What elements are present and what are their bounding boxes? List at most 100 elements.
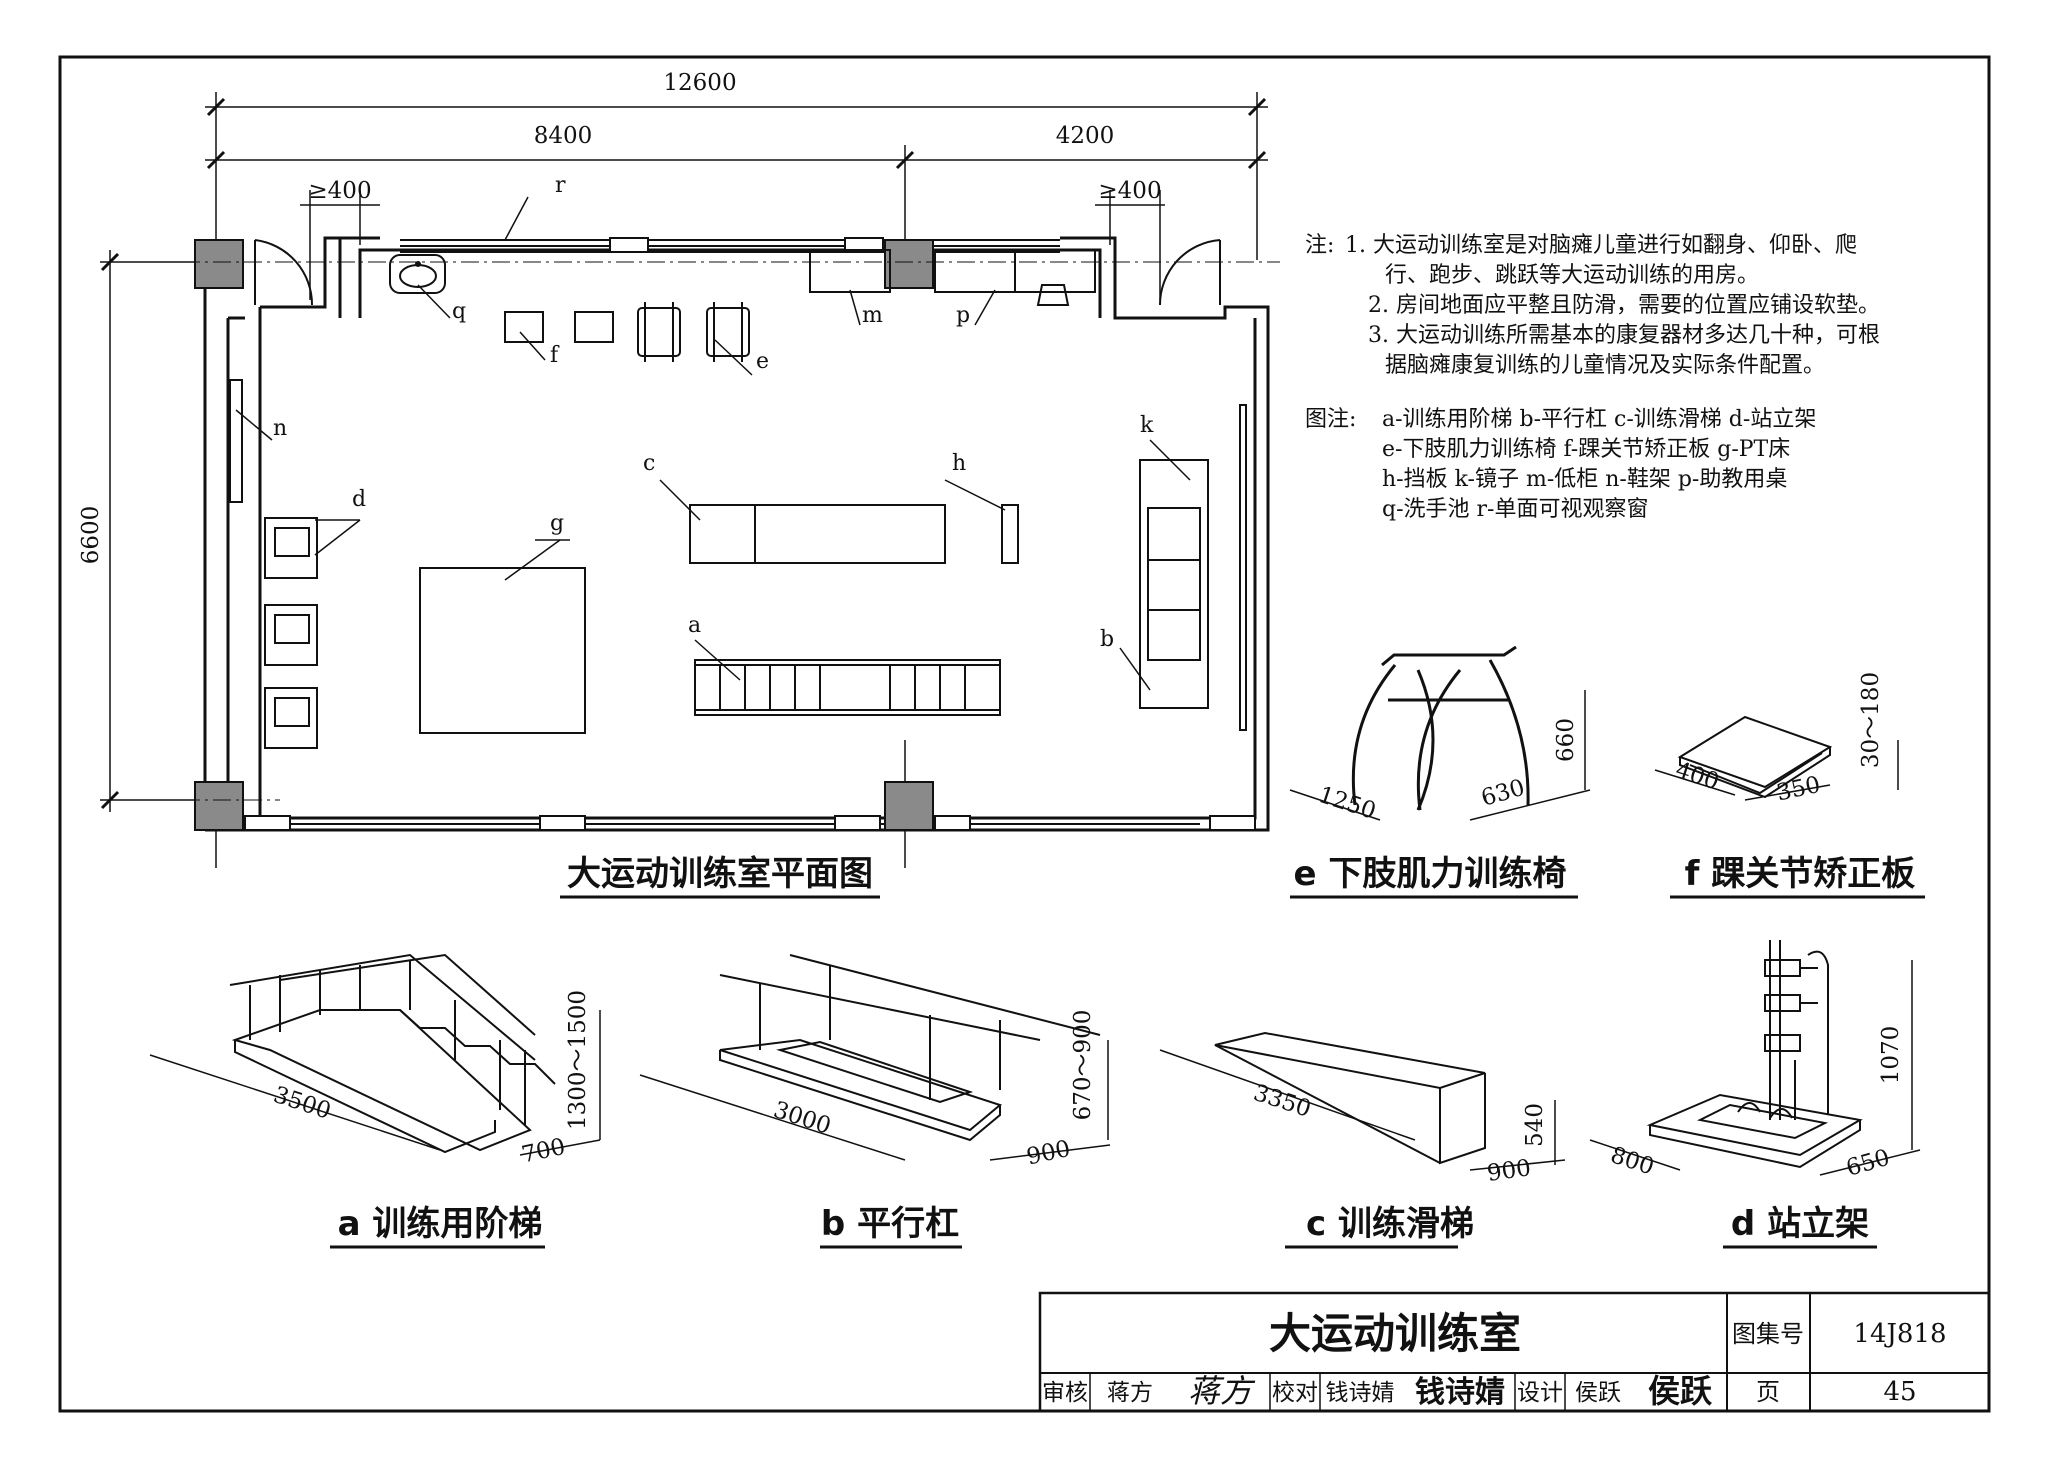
atlas-number: 14J818 xyxy=(1853,1319,1946,1349)
slide-plan xyxy=(689,504,946,564)
training-chairs-plan xyxy=(637,302,750,362)
designer-signature: 侯跃 xyxy=(1648,1372,1713,1410)
plan-dimensions xyxy=(100,92,1268,868)
detail-a-stairs: 3500 700 1300～1500 a 训练用阶梯 xyxy=(149,953,601,1249)
label-m: m xyxy=(862,303,883,328)
reviewer-name: 蒋方 xyxy=(1107,1380,1153,1406)
dim-right-width: 4200 xyxy=(1056,123,1115,149)
designer-name: 侯跃 xyxy=(1575,1380,1621,1406)
legend-line-2: e-下肢肌力训练椅 f-踝关节矫正板 g-PT床 xyxy=(1382,437,1790,462)
title-main: 大运动训练室 xyxy=(1269,1309,1521,1358)
note-line-3: 2. 房间地面应平整且防滑，需要的位置应铺设软垫。 xyxy=(1368,293,1880,318)
label-a: a xyxy=(688,613,701,638)
checker-name: 钱诗婧 xyxy=(1326,1380,1395,1406)
dim-c-3: 540 xyxy=(1522,1103,1548,1147)
note-line-4: 3. 大运动训练所需基本的康复器材多达几十种，可根 xyxy=(1368,323,1880,348)
column-top-left xyxy=(194,239,244,289)
legend-line-3: h-挡板 k-镜子 m-低柜 n-鞋架 p-助教用桌 xyxy=(1382,467,1787,492)
axis-lines xyxy=(120,261,1280,801)
dim-a-1: 3500 xyxy=(270,1082,334,1125)
dim-e-2: 630 xyxy=(1478,775,1527,812)
legend-line-1: a-训练用阶梯 b-平行杠 c-训练滑梯 d-站立架 xyxy=(1382,407,1816,432)
title-block: 大运动训练室 图集号 14J818 审核 蒋方 蒋方 校对 钱诗婧 钱诗婧 设计… xyxy=(1038,1291,1991,1413)
label-f: f xyxy=(550,343,560,368)
detail-b-bars: 3000 900 670～900 b 平行杠 xyxy=(639,954,1111,1249)
plan-leaders xyxy=(235,196,1191,691)
detail-c-slide: 3350 900 540 c 训练滑梯 xyxy=(1159,1031,1566,1249)
label-q: q xyxy=(452,299,466,324)
label-k: k xyxy=(1140,413,1154,438)
floor-plan: 12600 8400 4200 ≥400 ≥400 6600 xyxy=(78,70,1280,899)
standing-frames-plan xyxy=(264,517,318,749)
baffle xyxy=(1001,504,1019,564)
dim-d-2: 650 xyxy=(1843,1145,1892,1182)
note-line-2: 行、跑步、跳跃等大运动训练的用房。 xyxy=(1385,263,1759,288)
caption-c: c 训练滑梯 xyxy=(1306,1204,1474,1244)
bottom-window xyxy=(244,815,1256,831)
reviewer-signature: 蒋方 xyxy=(1188,1372,1256,1410)
dim-a-2: 700 xyxy=(519,1134,567,1169)
label-g: g xyxy=(550,511,564,536)
dim-c-2: 900 xyxy=(1485,1155,1532,1187)
column-bottom-mid xyxy=(884,781,934,831)
dim-c-1: 3350 xyxy=(1250,1080,1314,1123)
wash-basin xyxy=(389,254,446,294)
assistant-desk xyxy=(934,249,1096,306)
parallel-bars-plan xyxy=(1139,459,1209,709)
detail-f-board: 400 350 30～180 f 踝关节矫正板 xyxy=(1654,672,1925,899)
detail-d-frame: 800 650 1070 d 站立架 xyxy=(1589,940,1921,1249)
plan-caption: 大运动训练室平面图 xyxy=(567,854,873,894)
door-left xyxy=(254,239,314,306)
note-line-1: 1. 大运动训练室是对脑瘫儿童进行如翻身、仰卧、爬 xyxy=(1345,233,1857,258)
label-n: n xyxy=(273,416,287,441)
check-label: 校对 xyxy=(1272,1380,1318,1406)
page-number: 45 xyxy=(1883,1377,1916,1407)
dim-b-3: 670～900 xyxy=(1070,1010,1096,1121)
label-b: b xyxy=(1100,627,1114,652)
dim-f-3: 30～180 xyxy=(1858,672,1884,768)
column-bottom-left xyxy=(194,781,244,831)
stairs-plan xyxy=(694,659,1001,716)
label-d: d xyxy=(352,487,366,512)
dim-d-3: 1070 xyxy=(1878,1026,1904,1085)
detail-e-chair: 1250 630 660 e 下肢肌力训练椅 xyxy=(1289,645,1591,899)
note-line-5: 据脑瘫康复训练的儿童情况及实际条件配置。 xyxy=(1385,353,1825,378)
sheet-border xyxy=(58,55,1991,1413)
door-right xyxy=(1158,239,1221,306)
dim-b-2: 900 xyxy=(1024,1136,1072,1171)
ankle-boards-plan xyxy=(504,311,614,343)
caption-a: a 训练用阶梯 xyxy=(338,1204,543,1244)
dim-a-3: 1300～1500 xyxy=(565,990,591,1130)
dim-e-1: 1250 xyxy=(1315,782,1379,825)
notes: 注: 1. 大运动训练室是对脑瘫儿童进行如翻身、仰卧、爬 行、跑步、跳跃等大运动… xyxy=(1305,233,1880,522)
caption-d: d 站立架 xyxy=(1731,1204,1869,1244)
plan-walls xyxy=(203,236,1270,832)
caption-b: b 平行杠 xyxy=(821,1204,959,1244)
label-r: r xyxy=(555,173,566,198)
checker-signature: 钱诗婧 xyxy=(1415,1375,1505,1410)
dim-b-1: 3000 xyxy=(770,1097,834,1140)
page-label: 页 xyxy=(1756,1378,1780,1406)
dim-clear-left: ≥400 xyxy=(308,178,371,204)
notes-heading: 注: xyxy=(1305,233,1334,258)
label-c: c xyxy=(643,451,655,476)
dim-left-width: 8400 xyxy=(534,123,593,149)
caption-f: f 踝关节矫正板 xyxy=(1685,854,1916,894)
dim-depth: 6600 xyxy=(78,506,104,565)
dim-d-1: 800 xyxy=(1607,1142,1657,1180)
label-p: p xyxy=(956,303,970,328)
legend-line-4: q-洗手池 r-单面可视观察窗 xyxy=(1382,497,1648,522)
dim-clear-right: ≥400 xyxy=(1098,178,1161,204)
design-label: 设计 xyxy=(1517,1380,1563,1406)
low-cabinet xyxy=(809,249,891,293)
dim-e-3: 660 xyxy=(1553,718,1579,762)
dim-total-width: 12600 xyxy=(663,70,736,96)
shoe-rack xyxy=(229,379,243,503)
label-h: h xyxy=(952,451,966,476)
column-top-mid xyxy=(884,239,934,289)
pt-bed xyxy=(419,567,586,734)
atlas-label: 图集号 xyxy=(1732,1320,1804,1348)
legend-heading: 图注: xyxy=(1305,407,1356,432)
review-label: 审核 xyxy=(1042,1380,1088,1406)
